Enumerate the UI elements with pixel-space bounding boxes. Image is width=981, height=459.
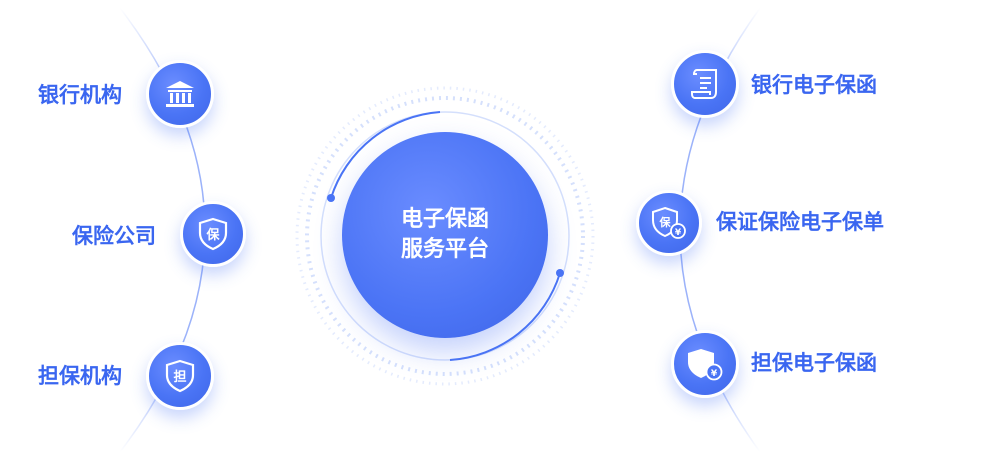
shield-dan-text: 担 xyxy=(173,369,186,385)
orbit-arc-top-left xyxy=(330,111,441,199)
center-title-line1: 电子保函 xyxy=(400,207,489,232)
shield-bao-icon: 保 xyxy=(198,217,228,251)
shield-bao-yen-icon: 保 ¥ xyxy=(652,206,686,239)
right-label-bank-guarantee: 银行电子保函 xyxy=(751,73,877,97)
center-title-line2: 服务平台 xyxy=(400,237,489,262)
bank-guarantee-node xyxy=(671,50,739,118)
orbit-arc-bottom-right xyxy=(449,272,561,361)
guarantee-letter-node: ¥ xyxy=(671,330,739,398)
left-label-bank: 银行机构 xyxy=(38,83,122,107)
bank-icon xyxy=(166,81,194,107)
yen-badge-text-2: ¥ xyxy=(711,369,718,379)
outer-dotted-ring xyxy=(295,86,595,386)
shield-yen-icon: ¥ xyxy=(688,349,723,381)
shield-bao-yen-text: 保 xyxy=(659,215,672,229)
yen-badge-text: ¥ xyxy=(675,228,682,238)
scroll-document-icon xyxy=(691,69,717,99)
orbit-dot-left xyxy=(327,194,335,202)
insurance-node: 保 xyxy=(180,201,246,267)
right-label-guarantee-letter: 担保电子保函 xyxy=(751,351,877,375)
middle-dotted-ring xyxy=(305,96,585,376)
surety-insurance-node: 保 ¥ xyxy=(636,190,702,256)
shield-bao-text: 保 xyxy=(205,227,220,243)
guarantee-node: 担 xyxy=(146,342,214,410)
left-label-insurance: 保险公司 xyxy=(72,224,156,248)
inner-ring xyxy=(320,111,570,361)
left-label-guarantee: 担保机构 xyxy=(38,364,122,388)
right-label-surety-insurance: 保证保险电子保单 xyxy=(716,210,884,234)
orbit-dot-right xyxy=(556,269,564,277)
bank-node xyxy=(146,60,214,128)
shield-dan-icon: 担 xyxy=(165,359,195,393)
center-platform: 电子保函 服务平台 xyxy=(342,132,548,338)
